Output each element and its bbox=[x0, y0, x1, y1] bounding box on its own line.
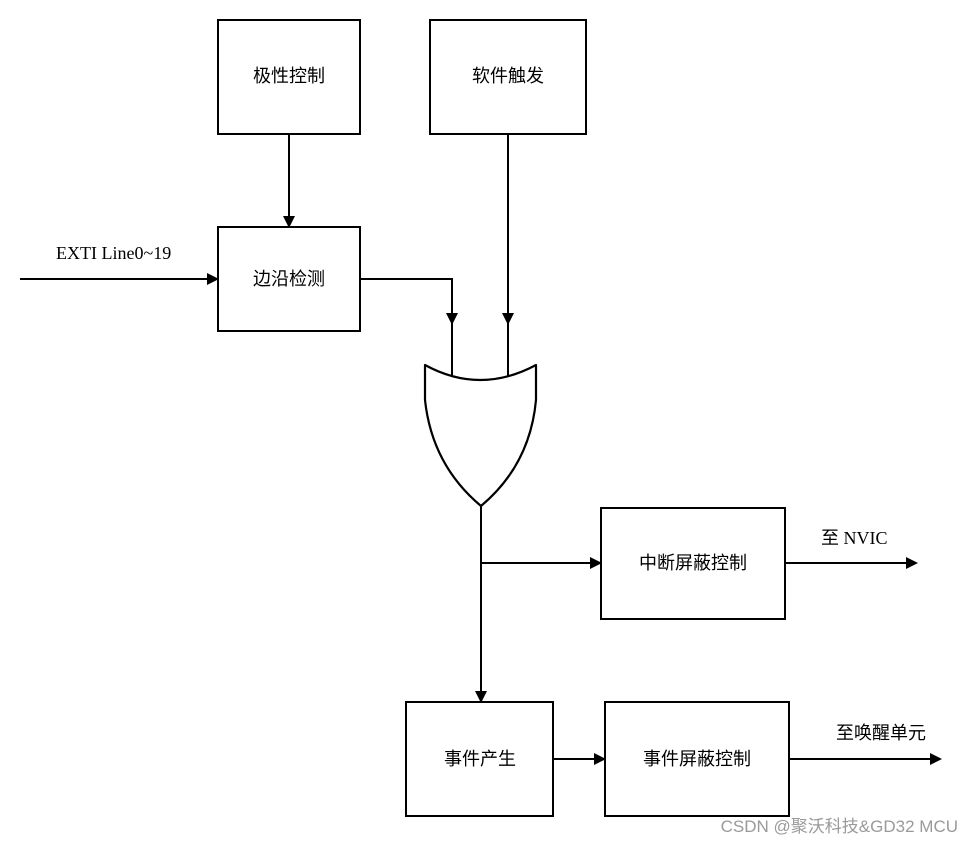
box-event-generate-label: 事件产生 bbox=[444, 749, 516, 770]
box-edge-detect: 边沿检测 bbox=[217, 226, 361, 332]
box-interrupt-mask: 中断屏蔽控制 bbox=[600, 507, 786, 620]
connectors bbox=[20, 134, 942, 765]
box-software-trigger: 软件触发 bbox=[429, 19, 587, 135]
box-event-mask-label: 事件屏蔽控制 bbox=[643, 749, 751, 770]
box-edge-detect-label: 边沿检测 bbox=[253, 269, 325, 290]
box-polarity-control: 极性控制 bbox=[217, 19, 361, 135]
box-interrupt-mask-label: 中断屏蔽控制 bbox=[639, 553, 747, 574]
box-event-mask: 事件屏蔽控制 bbox=[604, 701, 790, 817]
box-event-generate: 事件产生 bbox=[405, 701, 554, 817]
csdn-watermark: CSDN @聚沃科技&GD32 MCU bbox=[721, 817, 958, 836]
box-software-trigger-label: 软件触发 bbox=[472, 66, 544, 87]
arrow-edge-to-gate bbox=[360, 278, 458, 325]
to-nvic-label: 至 NVIC bbox=[821, 528, 888, 548]
or-gate bbox=[423, 363, 538, 508]
exti-input-label: EXTI Line0~19 bbox=[56, 243, 171, 263]
box-polarity-control-label: 极性控制 bbox=[253, 66, 325, 87]
to-wakeup-label: 至唤醒单元 bbox=[836, 723, 926, 744]
